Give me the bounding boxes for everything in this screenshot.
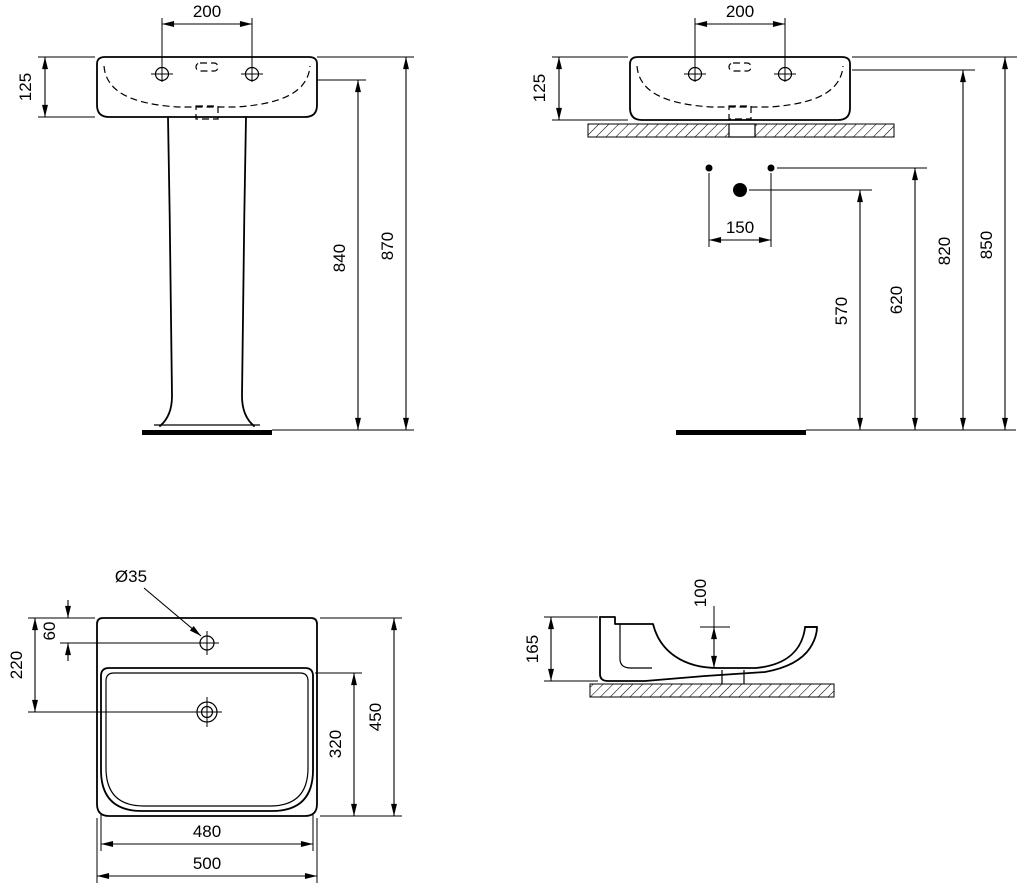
dim-label-deck-height: 820 [935,237,954,265]
dim-label-fixing-spacing: 150 [726,218,754,237]
dimension-bowl-width: 480 [100,813,314,851]
basin-outline [96,56,318,118]
dimension-fixing-spacing: 150 [708,173,772,247]
dimension-overall-width: 500 [96,818,318,883]
dim-label-install-tap-spacing: 200 [726,2,754,21]
dim-label-front-tap-spacing: 200 [193,2,221,21]
fixing-hole-dot [767,164,775,172]
overflow-channel [619,624,652,669]
dim-label-back-to-tap: 60 [40,622,59,641]
dimension-fixing-height: 620 [777,167,927,430]
bowl-rim-outline [100,667,314,812]
dim-label-back-to-drain: 220 [7,651,26,679]
dim-label-front-underside-height: 840 [330,244,349,272]
fixing-hole-dot [705,164,713,172]
dimension-back-to-drain: 220 [7,617,192,713]
dim-label-install-basin-height: 125 [530,74,549,102]
overflow-slot [195,62,219,72]
dimension-bowl-depth-plan: 320 [315,672,362,816]
pedestal-outline [154,116,260,427]
dimension-bowl-inner-depth: 100 [691,579,730,668]
dim-label-front-overall-height: 870 [378,232,397,260]
tap-hole-symbol [151,66,173,82]
tap-hole-symbol [684,66,706,82]
section-inner-profile [599,616,818,669]
waste-through-wall-box [728,123,756,138]
drain-hidden-box [728,105,752,120]
tap-hole-symbol [774,66,796,82]
dim-label-trap-height: 570 [832,297,851,325]
waste-outlet-dot [733,183,747,197]
dimension-front-underside-height: 840 [317,79,366,430]
dimension-overall-depth: 450 [320,617,402,817]
bowl-hidden-outline [103,65,311,108]
dimension-rim-height: 850 [852,56,1017,430]
dimension-trap-height: 570 [749,189,872,430]
front-view: 200 125 840 870 [16,2,414,435]
dimension-install-tap-spacing: 200 [694,2,786,66]
dim-label-overall-depth: 450 [366,703,385,731]
dim-label-bowl-inner-depth: 100 [691,579,710,607]
dim-label-bowl-width: 480 [193,822,221,841]
dimension-front-tap-spacing: 200 [161,2,253,66]
tap-hole-symbol [241,66,263,82]
section-outer-profile [599,616,818,682]
section-view: 100 165 [523,579,835,698]
drain-symbol [192,697,222,727]
bowl-hidden-outline [636,65,844,108]
basin-outline [629,56,851,121]
dimension-install-basin-height: 125 [530,56,628,121]
dimension-section-height: 165 [523,616,598,682]
dim-label-fixing-height: 620 [887,286,906,314]
dim-label-tap-hole-diameter: Ø35 [115,567,147,586]
wall-hatch-strip [589,683,835,698]
dim-label-overall-width: 500 [193,854,221,873]
plan-view: Ø35 220 60 320 450 [7,567,402,883]
basin-plan-outline [96,617,318,817]
dimension-back-to-tap: 60 [40,600,195,661]
dimension-deck-height: 820 [852,69,975,430]
dim-label-bowl-depth-plan: 320 [326,730,345,758]
installation-view: 200 125 150 570 620 [530,2,1017,435]
dimension-tap-hole-diameter: Ø35 [115,567,202,637]
dim-label-front-basin-height: 125 [16,73,35,101]
dimension-front-basin-height: 125 [16,56,95,118]
tap-hole-symbol [195,631,219,655]
overflow-slot [728,62,752,72]
dimension-front-overall-height: 870 [317,56,414,430]
dim-label-section-height: 165 [523,635,542,663]
dim-label-rim-height: 850 [977,231,996,259]
drain-hidden-box [195,105,219,120]
bowl-inner-outline [105,672,309,807]
